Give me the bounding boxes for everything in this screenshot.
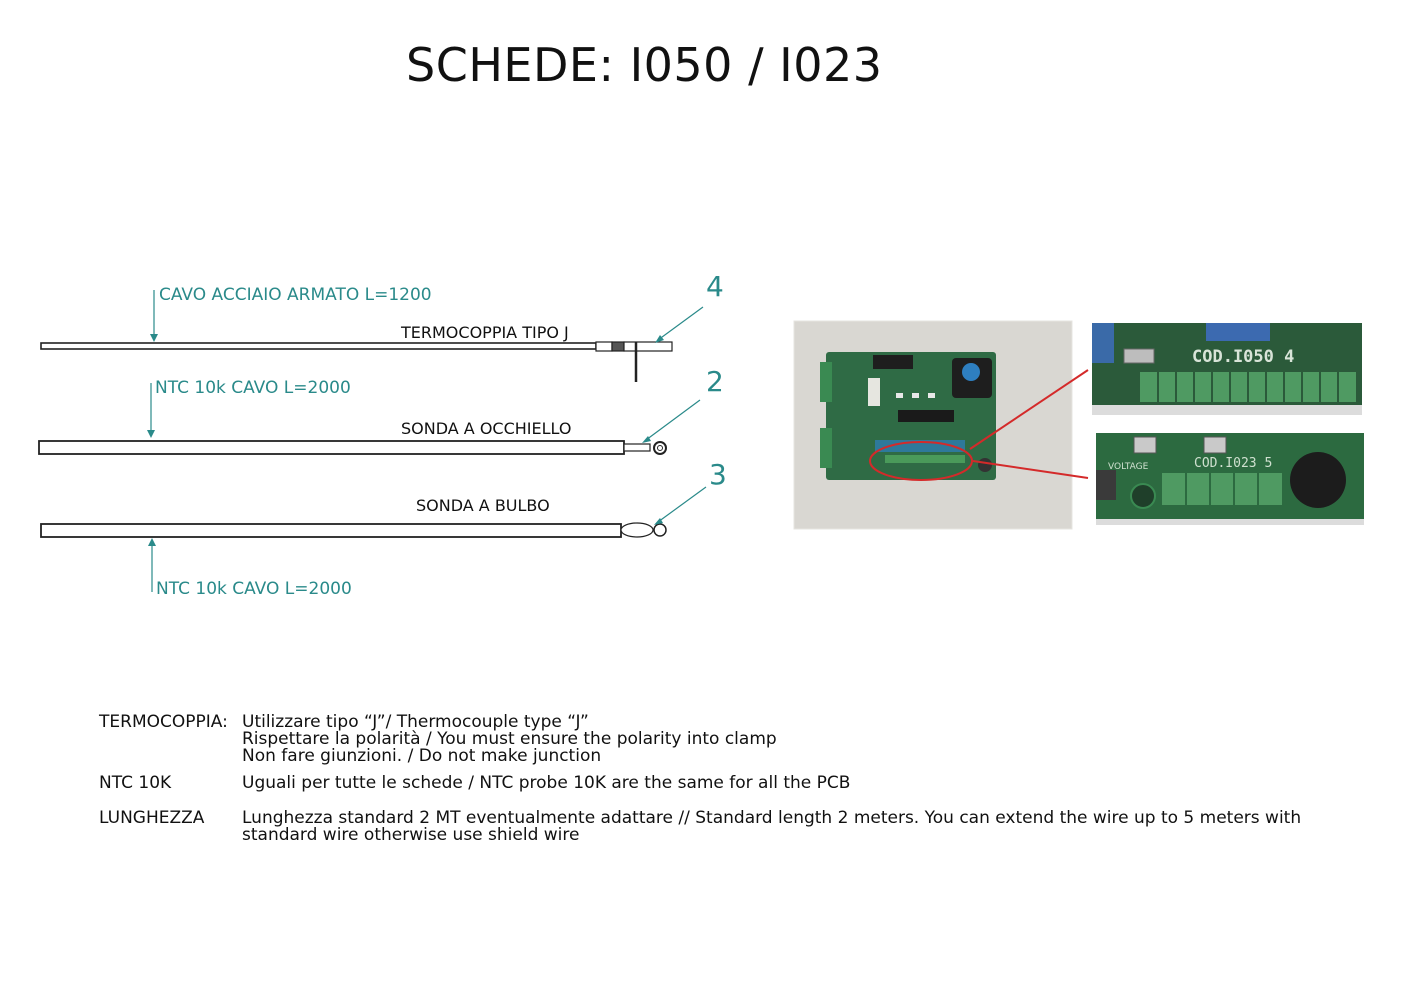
pcb-detail-i023: VOLTAGE COD.I023 5 — [1096, 433, 1364, 525]
voltage-label: VOLTAGE — [1108, 462, 1149, 472]
probe-name: SONDA A OCCHIELLO — [401, 419, 571, 438]
cable-body — [38, 440, 625, 455]
cable-label: NTC 10k CAVO L=2000 — [155, 378, 351, 398]
note-line: standard wire otherwise use shield wire — [242, 825, 580, 845]
note-key: NTC 10K — [99, 773, 172, 793]
probe-number: 2 — [706, 365, 724, 398]
arrow-head — [150, 334, 158, 342]
note-line: Utilizzare tipo “J”/ Thermocouple type “… — [242, 712, 589, 732]
pcb-photos: COD.I050 4 VOLTAGE COD.I023 5 — [793, 320, 1364, 530]
thermocouple-tip — [623, 341, 673, 352]
note-line: Non fare giunzioni. / Do not make juncti… — [242, 746, 602, 766]
cable-label: CAVO ACCIAIO ARMATO L=1200 — [159, 285, 432, 305]
arrow-head — [147, 430, 155, 438]
probe-number: 3 — [709, 458, 727, 491]
note-thermocouple: TERMOCOPPIA: Utilizzare tipo “J”/ Thermo… — [99, 714, 1399, 765]
probe-name: SONDA A BULBO — [416, 496, 550, 515]
probe-bulb: SONDA A BULBO 3 NTC 10k CAVO L=2000 — [40, 458, 727, 599]
pcb-board-photo — [793, 320, 1073, 530]
note-key: TERMOCOPPIA: — [99, 712, 228, 732]
note-ntc: NTC 10K Uguali per tutte le schede / NTC… — [99, 775, 1399, 792]
board-code-label: COD.I023 5 — [1194, 456, 1272, 471]
cable-label: NTC 10k CAVO L=2000 — [156, 579, 352, 599]
note-length: LUNGHEZZA Lunghezza standard 2 MT eventu… — [99, 810, 1399, 844]
bulb-tip — [653, 523, 667, 537]
note-line: Uguali per tutte le schede / NTC probe 1… — [242, 773, 851, 793]
probe-name: TERMOCOPPIA TIPO J — [400, 323, 569, 342]
highlight-ellipse — [869, 441, 973, 481]
callout-line-bottom — [972, 460, 1089, 479]
arrow-head — [148, 538, 156, 546]
callout-line-top — [969, 369, 1089, 450]
pcb-detail-i050: COD.I050 4 — [1092, 323, 1362, 415]
note-key: LUNGHEZZA — [99, 808, 205, 828]
page-title: SCHEDE: I050 / I023 — [406, 38, 883, 92]
probe-thermocouple: CAVO ACCIAIO ARMATO L=1200 TERMOCOPPIA T… — [40, 270, 724, 382]
note-line: Lunghezza standard 2 MT eventualmente ad… — [242, 808, 1302, 828]
cable-body — [40, 342, 597, 350]
notes-section: TERMOCOPPIA: Utilizzare tipo “J”/ Thermo… — [99, 714, 1399, 854]
probe-eyelet: NTC 10k CAVO L=2000 SONDA A OCCHIELLO 2 — [38, 365, 724, 455]
board-code-label: COD.I050 4 — [1192, 347, 1294, 367]
probe-diagram: CAVO ACCIAIO ARMATO L=1200 TERMOCOPPIA T… — [38, 270, 727, 599]
cable-body — [40, 523, 622, 538]
probe-number: 4 — [706, 270, 724, 303]
note-line: Rispettare la polarità / You must ensure… — [242, 729, 777, 749]
